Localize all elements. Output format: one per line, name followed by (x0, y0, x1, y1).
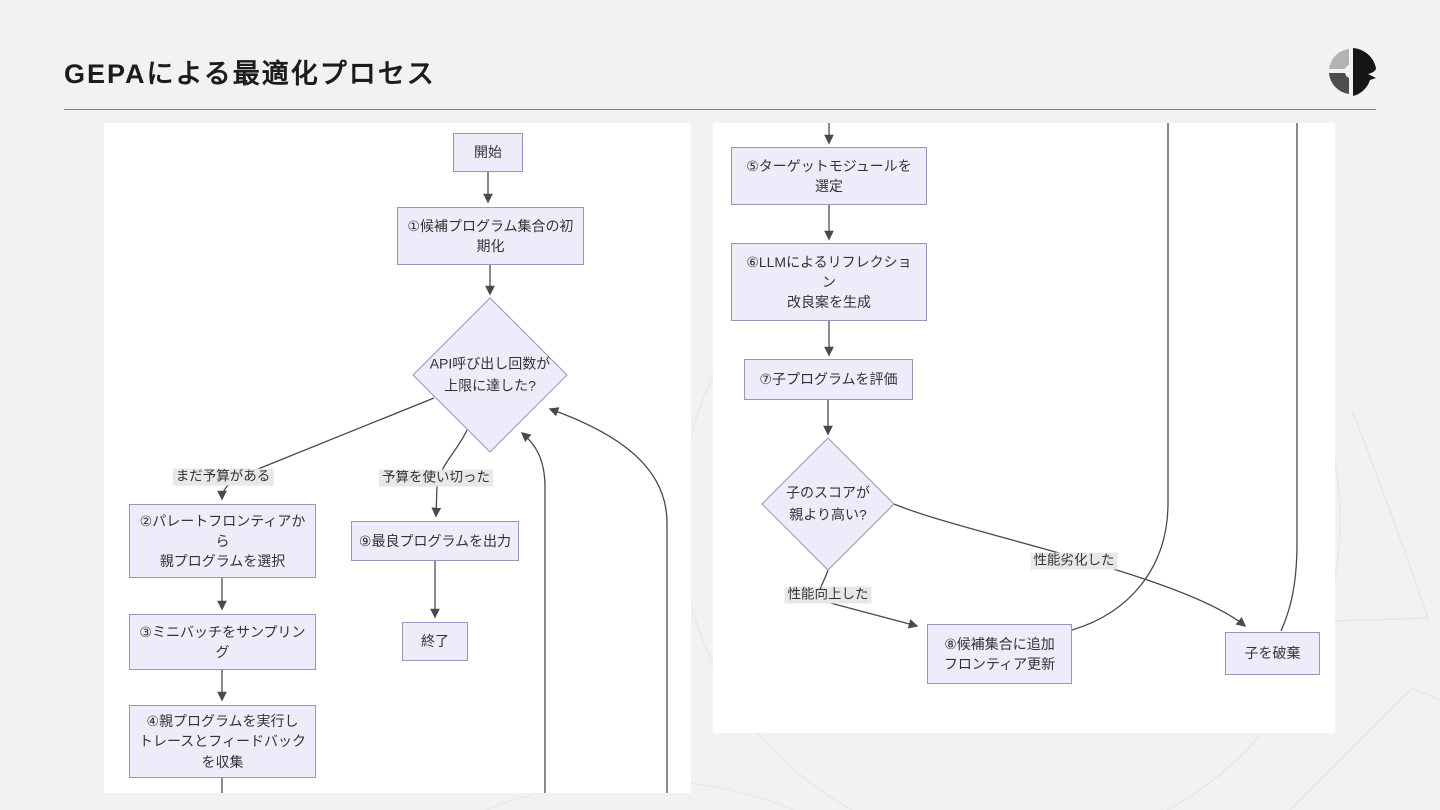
node-budget-check-shape (412, 297, 568, 453)
brand-logo-icon (1329, 48, 1376, 96)
node-minibatch: ③ミニバッチをサンプリン グ (129, 614, 316, 670)
node-end: 終了 (402, 622, 468, 661)
node-select-module: ⑤ターゲットモジュールを 選定 (731, 147, 927, 205)
node-score-check-shape (761, 437, 895, 571)
edge-return-a (520, 432, 546, 793)
edge-discard-loop-up (1280, 123, 1298, 632)
node-start: 開始 (453, 133, 523, 172)
page-title: GEPAによる最適化プロセス (64, 59, 436, 89)
edge-label-budget-used: 予算を使い切った (379, 469, 493, 487)
diagram-panel-left: 開始 ①候補プログラム集合の初 期化 API呼び出し回数が 上限に達した? ②パレート… (104, 123, 691, 793)
node-score-check: 子のスコアが 親より高い? (786, 484, 870, 523)
edge-label-improved: 性能向上した (784, 586, 872, 604)
edge-add-loop-up (1071, 123, 1169, 631)
node-output-best: ⑨最良プログラムを出力 (351, 521, 519, 561)
node-discard-child: 子を破棄 (1225, 632, 1320, 675)
logo-segment-black (1353, 48, 1376, 96)
logo-segment-light (1329, 49, 1349, 69)
node-llm-reflection: ⑥LLMによるリフレクショ ン 改良案を生成 (731, 243, 927, 321)
node-add-candidate: ⑧候補集合に追加 フロンティア更新 (927, 624, 1072, 684)
node-budget-check: API呼び出し回数が 上限に達した? (429, 355, 551, 394)
edge-layer-right (761, 123, 1298, 632)
header-divider (64, 109, 1376, 110)
node-init: ①候補プログラム集合の初 期化 (397, 207, 584, 265)
node-select-parent: ②パレートフロンティアか ら 親プログラムを選択 (129, 504, 316, 578)
edge-label-has-budget: まだ予算がある (172, 468, 274, 486)
diagram-panel-right: ⑤ターゲットモジュールを 選定 ⑥LLMによるリフレクショ ン 改良案を生成 ⑦子プ… (713, 123, 1335, 733)
logo-segment-dark (1329, 73, 1349, 94)
node-run-collect: ④親プログラムを実行し トレースとフィードバック を収集 (129, 705, 316, 778)
edge-return-b (548, 407, 668, 793)
node-eval-child: ⑦子プログラムを評価 (744, 359, 913, 400)
edge-label-degraded: 性能劣化した (1030, 552, 1118, 570)
